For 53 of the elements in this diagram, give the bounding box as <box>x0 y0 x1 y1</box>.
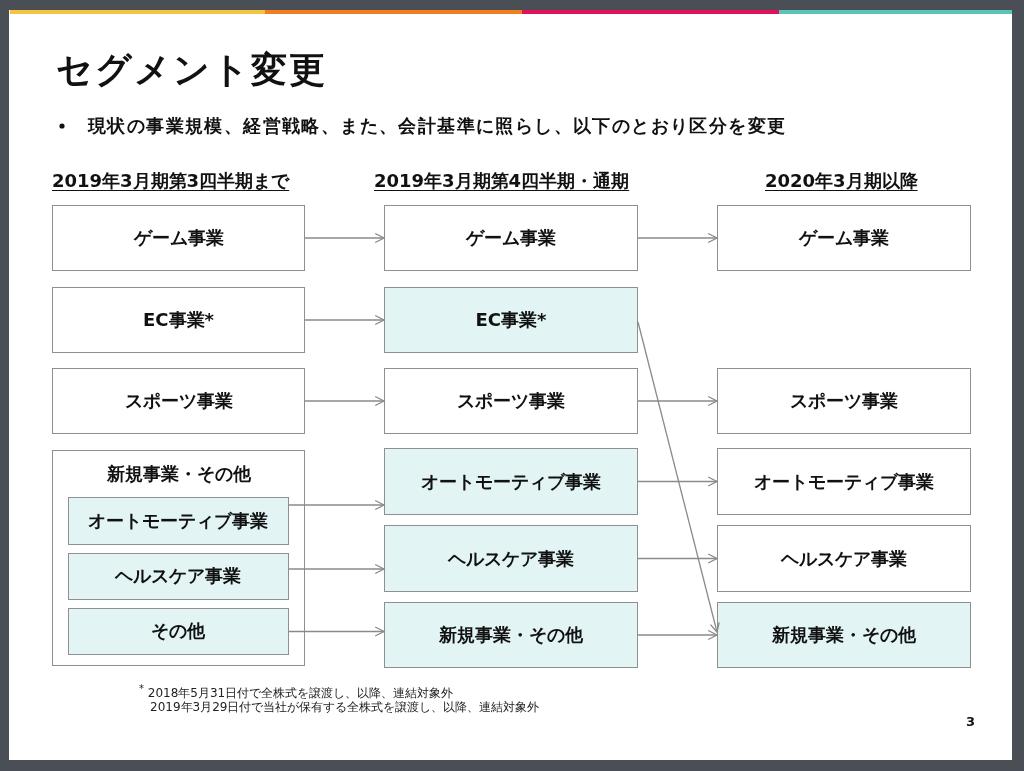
bullet-text: 現状の事業規模、経営戦略、また、会計基準に照らし、以下のとおり区分を変更 <box>88 115 787 137</box>
arrow <box>637 321 720 633</box>
slide-title: セグメント変更 <box>56 48 327 92</box>
segment-label: スポーツ事業 <box>790 390 898 412</box>
segment-box <box>717 525 971 592</box>
segment-label: スポーツ事業 <box>457 390 565 412</box>
arrow <box>304 314 385 326</box>
segment-label: ヘルスケア事業 <box>781 547 907 570</box>
segment-label: オートモーティブ事業 <box>754 470 934 493</box>
footnote: $^{*}$ 2018年5月31日付で全株式を譲渡し、以降、連結対象外 <box>139 683 454 701</box>
segment-box <box>717 205 971 271</box>
segment-box <box>384 525 638 592</box>
arrow <box>288 563 385 575</box>
segment-label: ヘルスケア事業 <box>115 565 241 587</box>
arrow <box>637 232 718 244</box>
arrow <box>304 395 385 407</box>
segment-box <box>384 448 638 515</box>
segment-label: ゲーム事業 <box>799 227 889 249</box>
segment-label: EC事業* <box>143 309 214 331</box>
segment-box <box>384 205 638 271</box>
segment-box <box>52 368 305 434</box>
segment-label: スポーツ事業 <box>124 390 233 412</box>
segment-label: ヘルスケア事業 <box>448 547 574 570</box>
segment-box <box>717 602 971 668</box>
segment-label: その他 <box>151 620 205 642</box>
segment-box <box>384 287 638 353</box>
arrow <box>637 476 718 487</box>
arrow <box>288 499 385 511</box>
segment-label: オートモーティブ事業 <box>421 470 601 493</box>
arrow <box>637 395 718 407</box>
segment-box <box>52 287 305 353</box>
segment-label: 新規事業・その他 <box>439 624 583 646</box>
segment-box <box>67 607 289 655</box>
segment-group-box <box>52 450 305 666</box>
segment-label: ゲーム事業 <box>133 227 224 249</box>
group-heading: 新規事業・その他 <box>105 463 252 485</box>
arrow <box>637 629 718 641</box>
footnote: 2019年3月29日付で当社が保有する全株式を譲渡し、以降、連結対象外 <box>150 700 540 715</box>
segment-label: オートモーティブ事業 <box>88 509 268 532</box>
segment-box <box>717 448 971 515</box>
arrow <box>304 232 385 244</box>
segment-box <box>67 552 289 600</box>
segment-box <box>67 496 289 545</box>
page-number: 3 <box>966 714 976 730</box>
segment-box <box>717 368 971 434</box>
arrow <box>637 553 718 564</box>
segment-box <box>384 368 638 434</box>
segment-box <box>384 602 638 668</box>
segment-label: 新規事業・その他 <box>772 624 916 646</box>
segment-box <box>52 205 305 271</box>
segment-label: ゲーム事業 <box>466 227 556 249</box>
arrow <box>288 626 385 637</box>
segment-label: EC事業* <box>475 309 547 331</box>
